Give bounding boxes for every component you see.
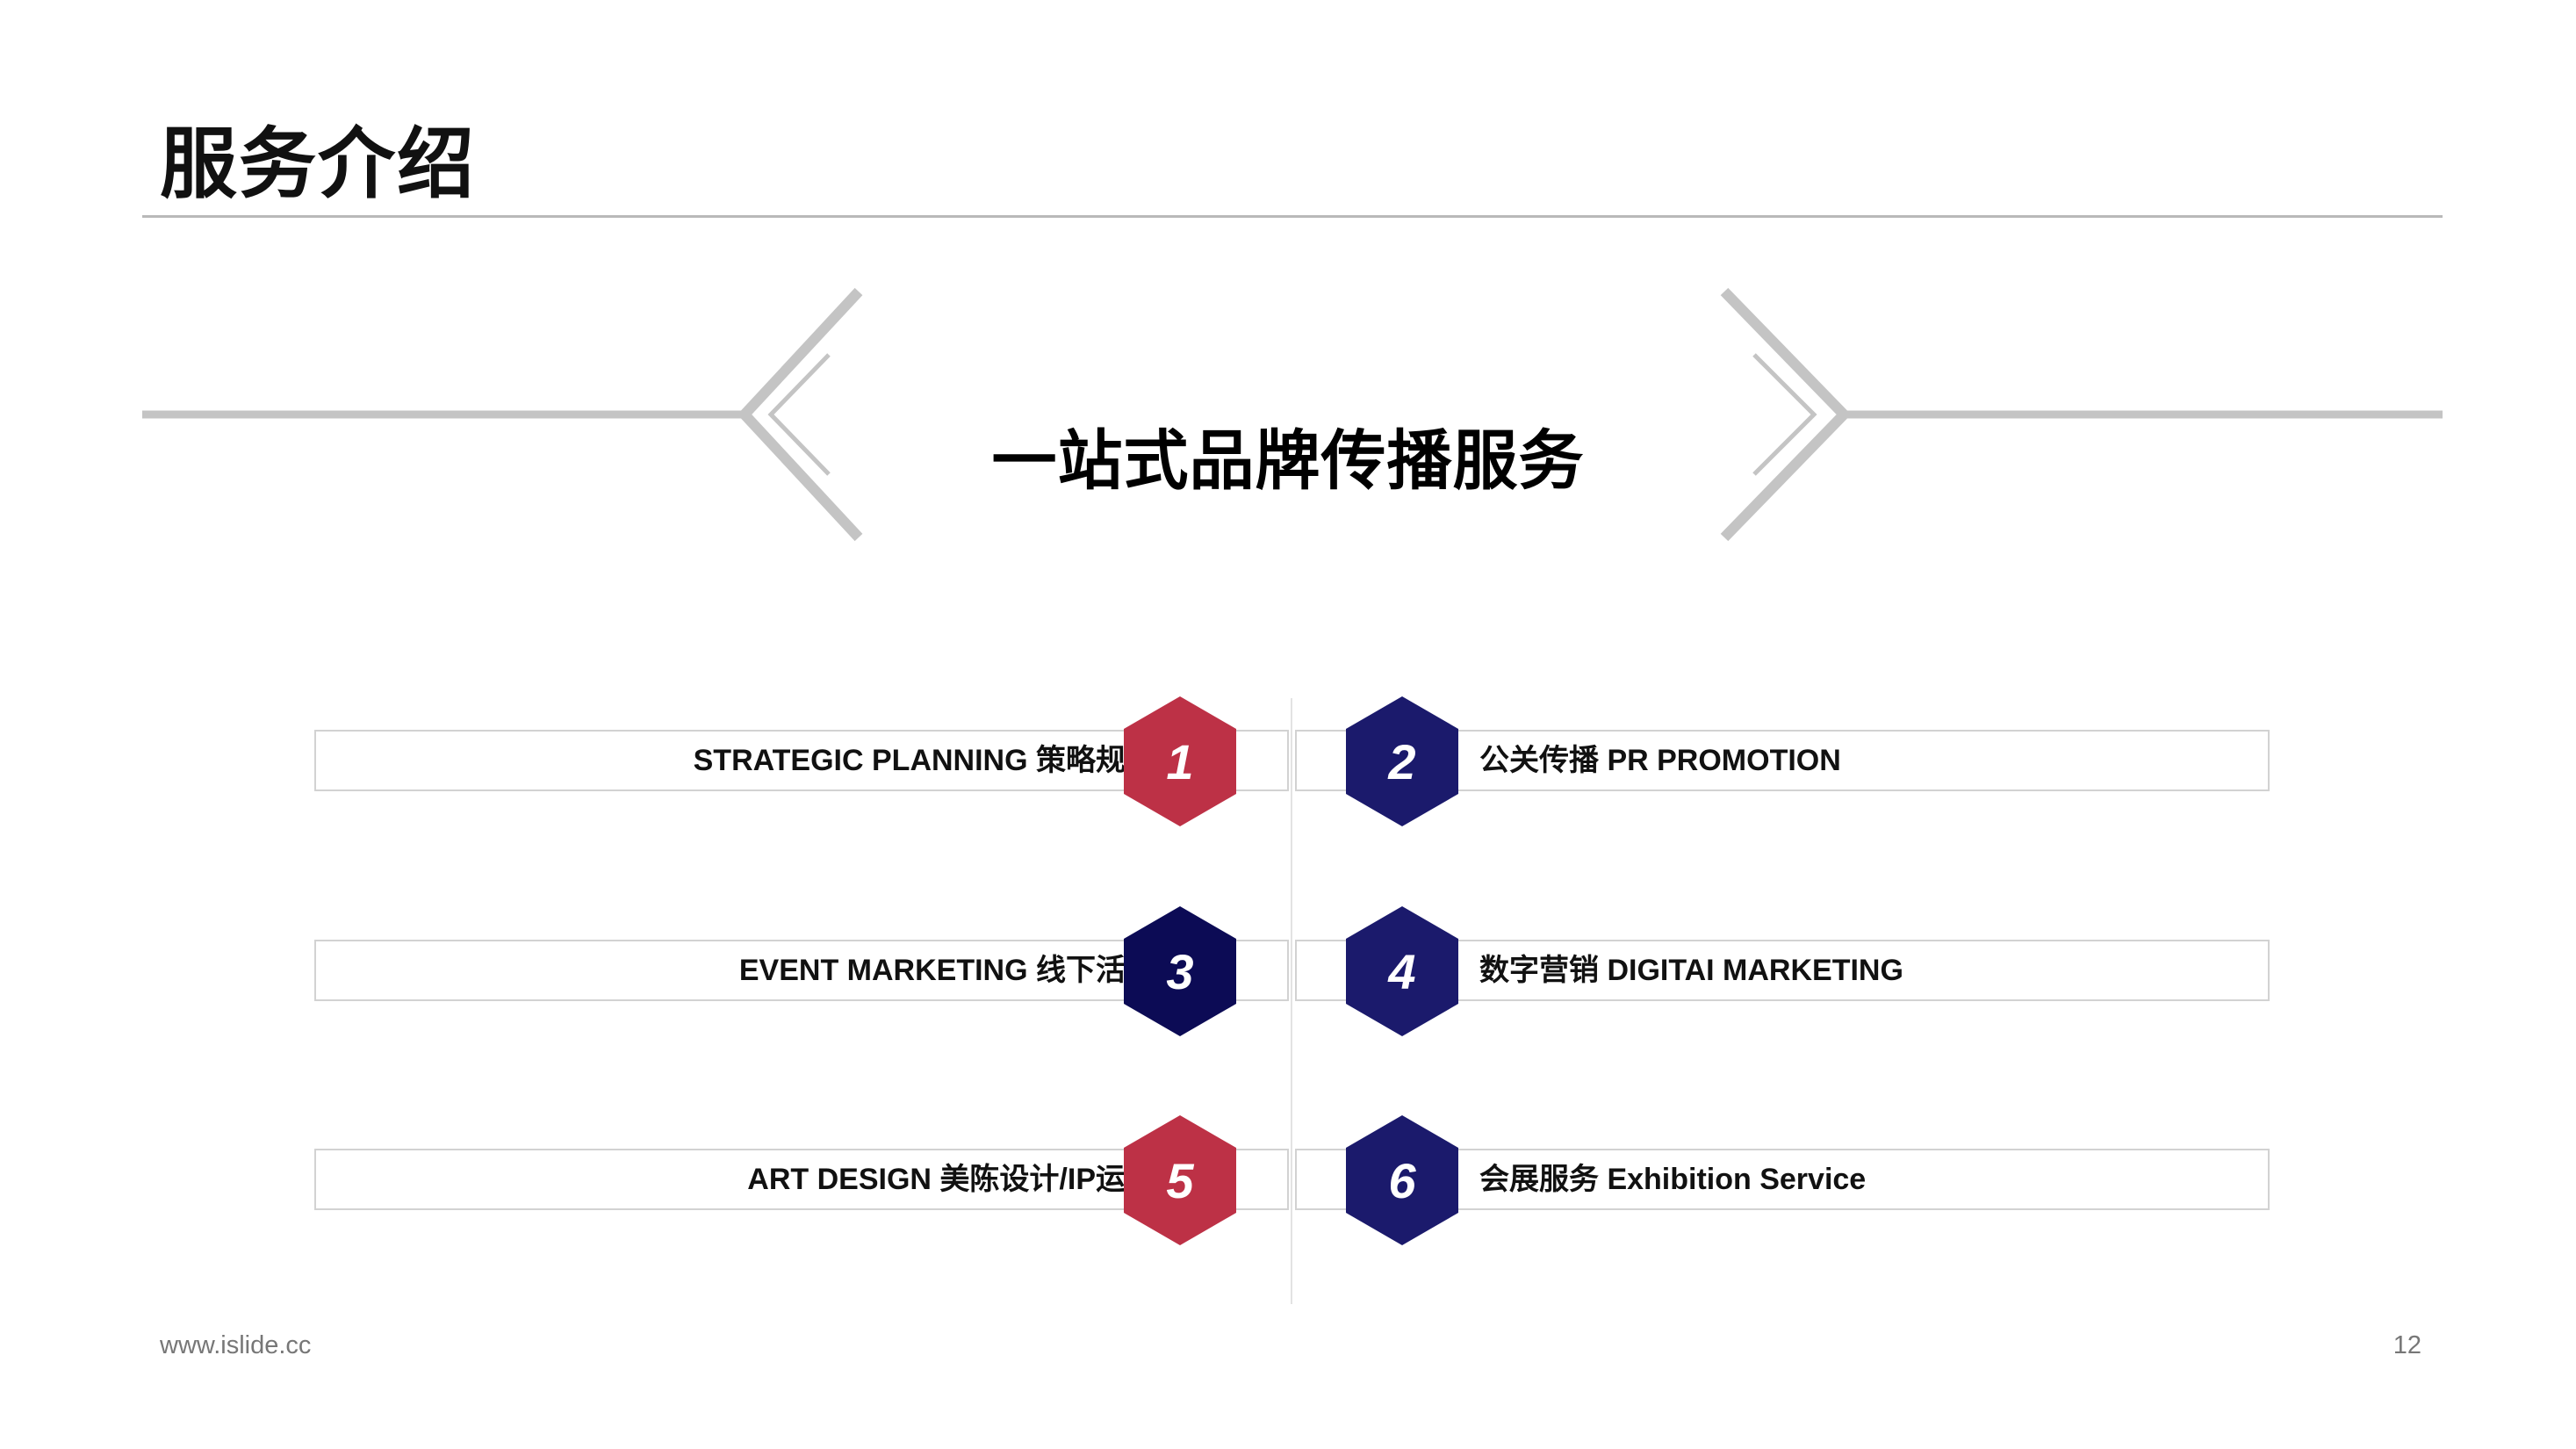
service-number: 4	[1388, 943, 1416, 999]
center-divider	[1291, 698, 1292, 1304]
left-inner-chevron	[767, 353, 831, 476]
right-outer-chevron	[1720, 287, 1852, 542]
footer-url: www.islide.cc	[160, 1331, 312, 1359]
page-number: 12	[2393, 1331, 2421, 1359]
service-label: 公关传播 PR PROMOTION	[1479, 744, 1841, 777]
service-number: 2	[1388, 733, 1416, 789]
service-number-badge: 1	[1124, 696, 1236, 826]
service-number: 1	[1166, 733, 1194, 789]
service-number-badge: 5	[1124, 1115, 1236, 1245]
service-label: ART DESIGN 美陈设计/IP运营	[747, 1163, 1155, 1196]
service-number-badge: 6	[1346, 1115, 1458, 1245]
headline-arrow-decoration	[142, 287, 2443, 542]
service-label: 数字营销 DIGITAI MARKETING	[1479, 954, 1903, 987]
service-label: 会展服务 Exhibition Service	[1479, 1163, 1867, 1196]
service-label: STRATEGIC PLANNING 策略规划	[693, 744, 1155, 777]
service-number: 3	[1166, 943, 1194, 999]
headline: 一站式品牌传播服务	[991, 423, 1585, 499]
title-divider	[142, 215, 2443, 218]
service-number: 5	[1166, 1152, 1194, 1208]
service-number-badge: 4	[1346, 906, 1458, 1036]
service-number-badge: 2	[1346, 696, 1458, 826]
service-number: 6	[1388, 1152, 1416, 1208]
service-label: EVENT MARKETING 线下活动	[738, 954, 1155, 987]
right-inner-chevron	[1752, 353, 1817, 476]
page-title: 服务介绍	[160, 119, 477, 209]
service-number-badge: 3	[1124, 906, 1236, 1036]
left-outer-chevron	[737, 287, 863, 542]
